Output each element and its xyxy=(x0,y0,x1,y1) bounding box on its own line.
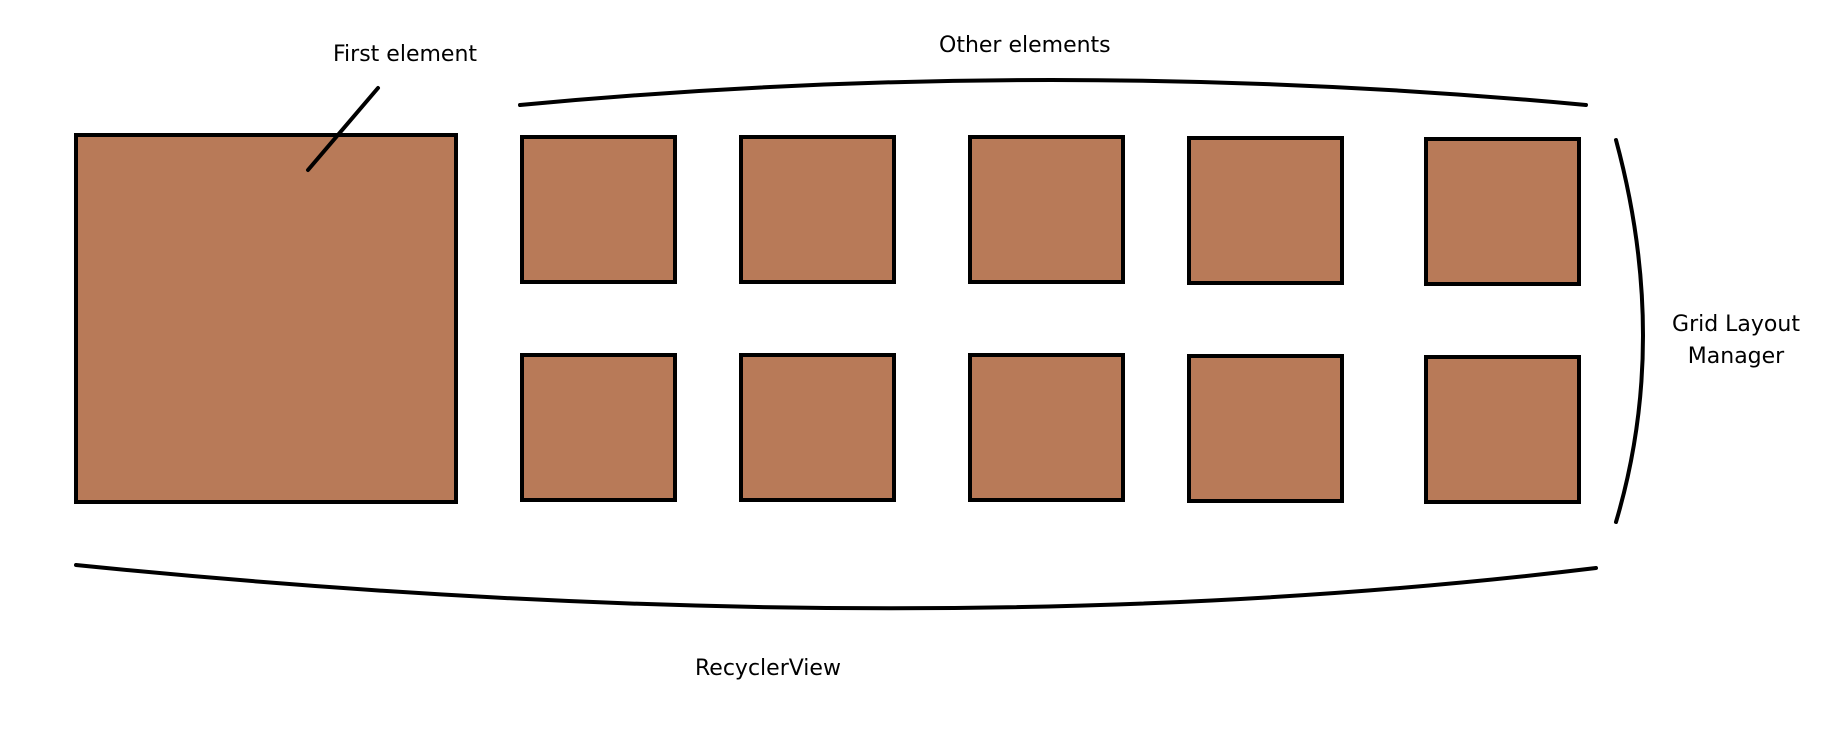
grid-tile-row2-col2 xyxy=(739,353,896,502)
grid-tile-row2-col1 xyxy=(520,353,677,502)
first-element-pointer xyxy=(306,86,380,172)
recyclerview-label: RecyclerView xyxy=(695,656,841,681)
grid-tile-row1-col1 xyxy=(520,135,677,284)
first-element-tile xyxy=(74,133,458,504)
grid-layout-manager-label-line1: Grid Layout xyxy=(1672,312,1800,337)
grid-tile-row2-col3 xyxy=(968,353,1125,502)
other-elements-label: Other elements xyxy=(939,33,1111,58)
grid-tile-row2-col5 xyxy=(1424,355,1581,504)
grid-layout-manager-brace xyxy=(1614,138,1645,524)
recyclerview-brace xyxy=(74,563,1598,611)
grid-tile-row1-col4 xyxy=(1187,136,1344,285)
grid-layout-manager-label-line2: Manager xyxy=(1688,344,1785,369)
grid-tile-row1-col3 xyxy=(968,135,1125,284)
grid-tile-row1-col2 xyxy=(739,135,896,284)
grid-tile-row2-col4 xyxy=(1187,354,1344,503)
other-elements-brace xyxy=(518,78,1588,107)
grid-tile-row1-col5 xyxy=(1424,137,1581,286)
first-element-label: First element xyxy=(333,42,477,67)
